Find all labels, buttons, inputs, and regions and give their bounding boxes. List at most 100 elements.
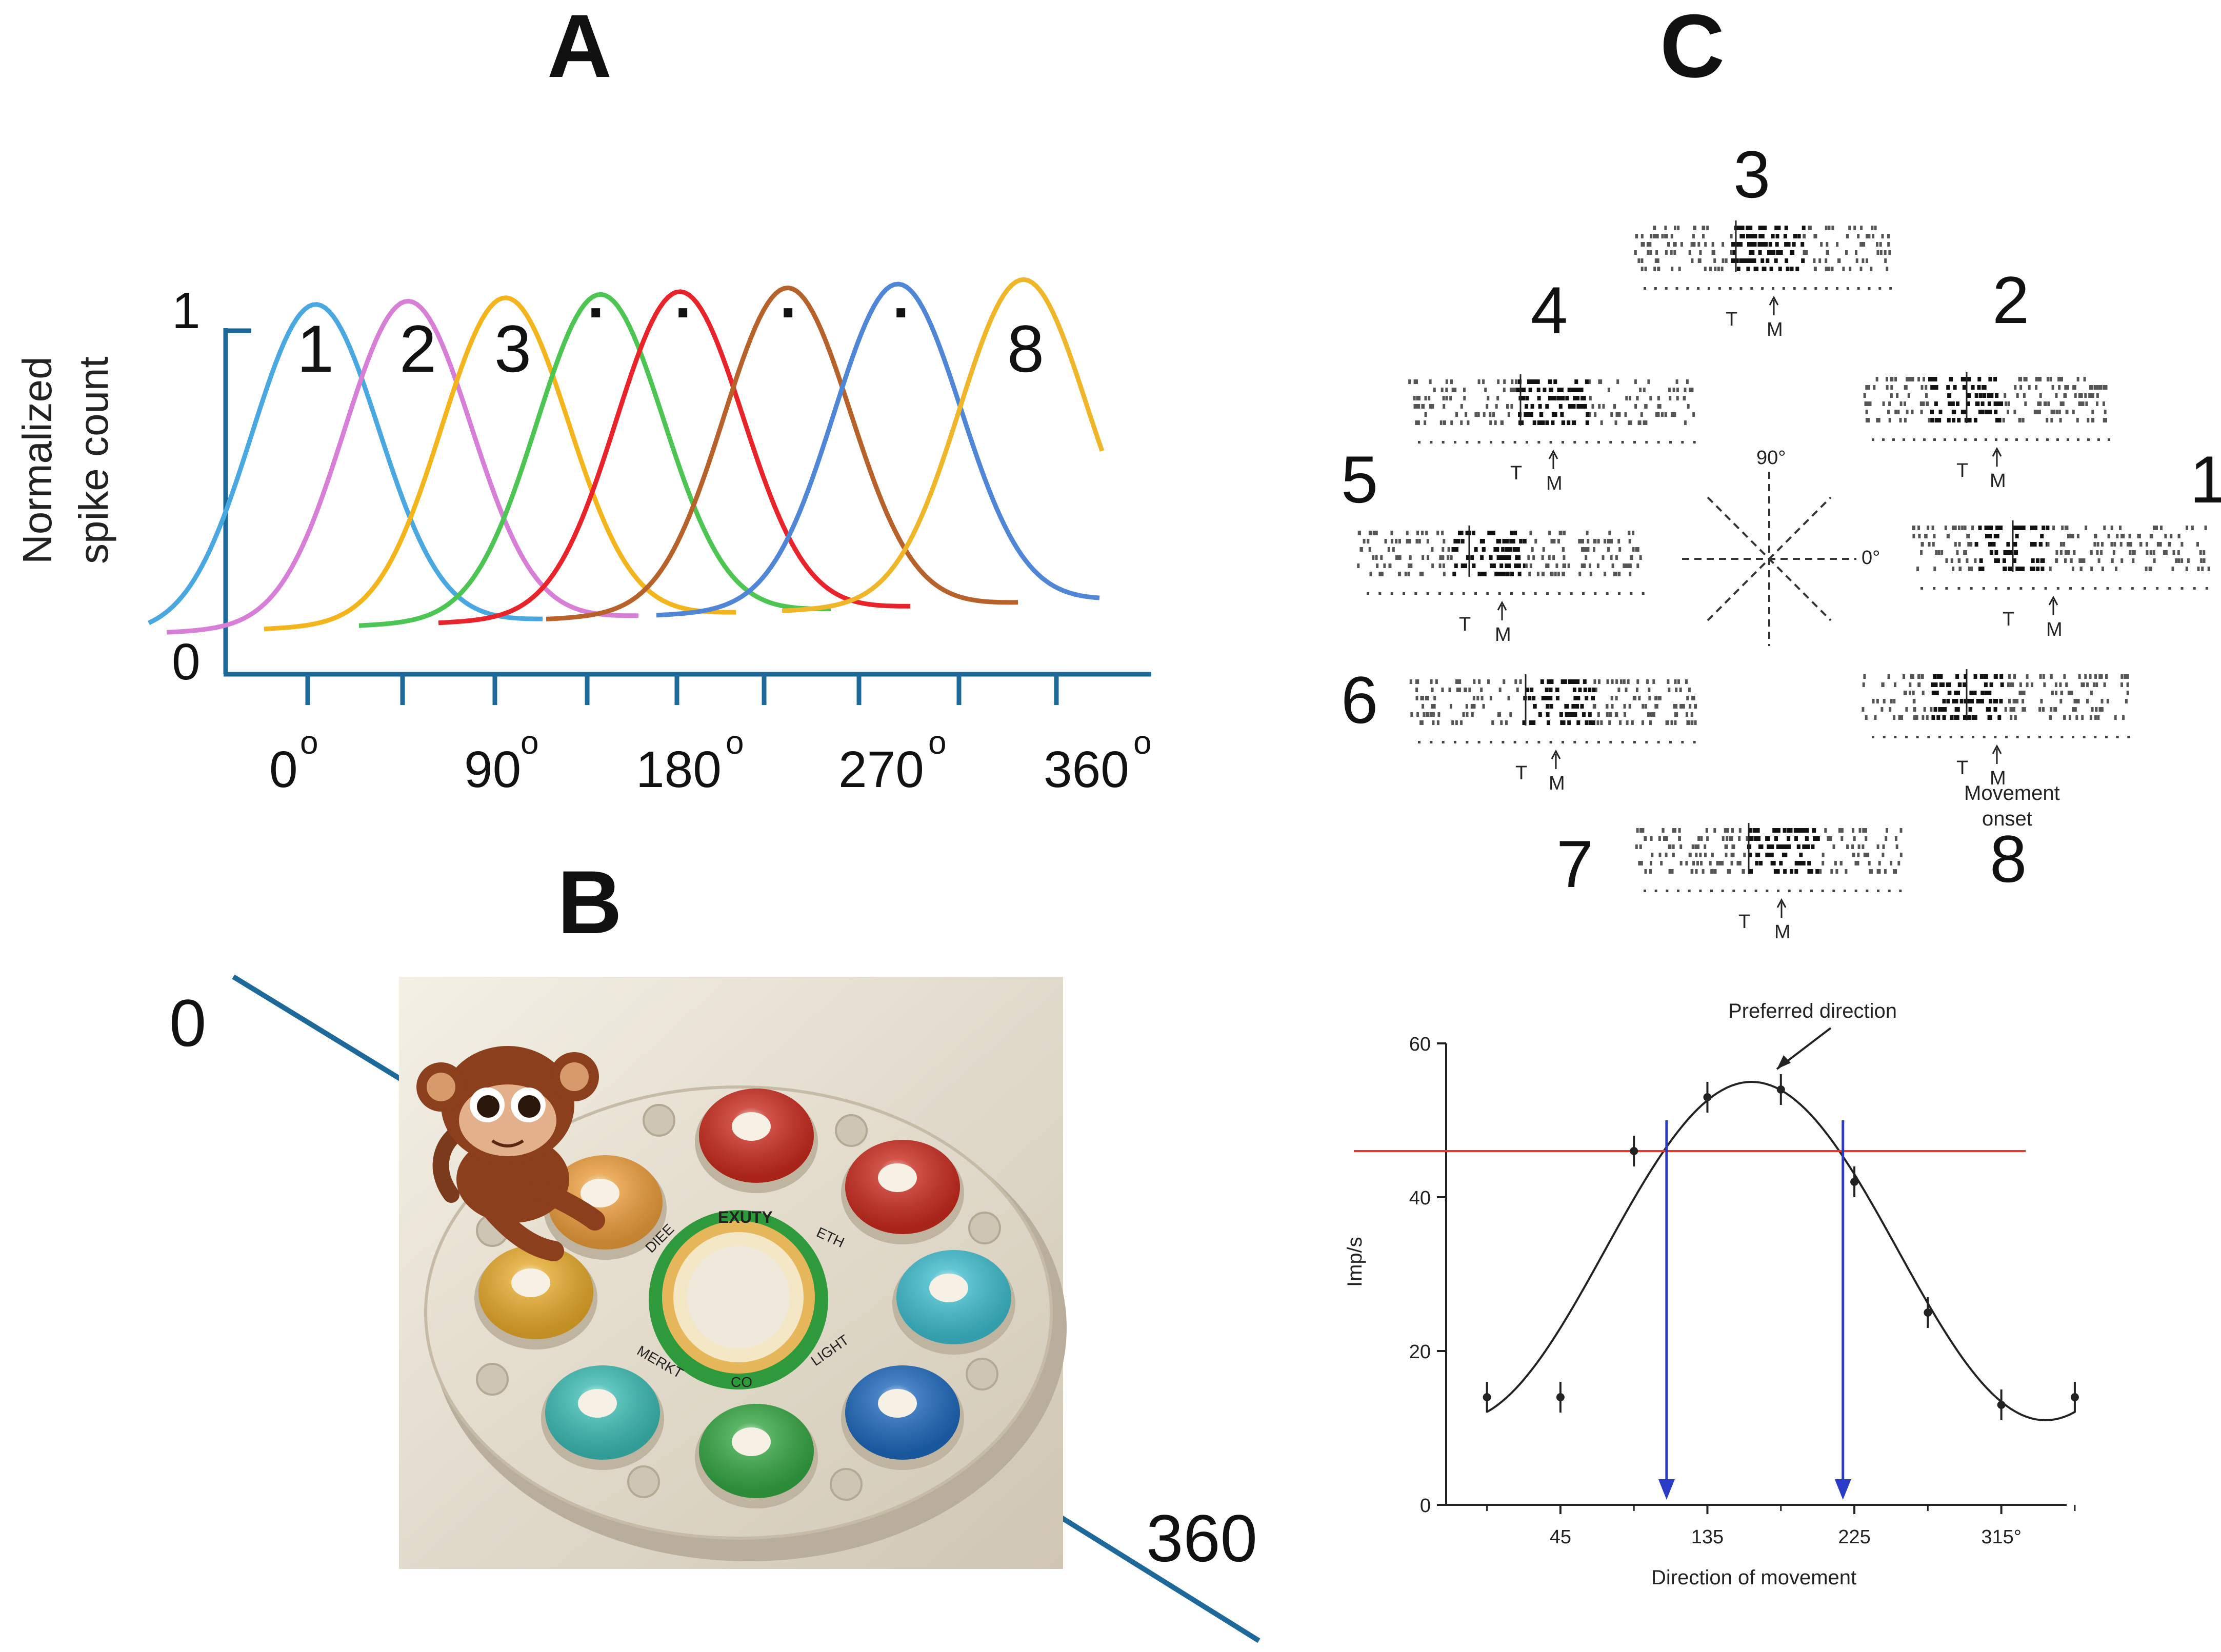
svg-text:180: 180 [636, 741, 722, 798]
panel-a-xtick-90: 90 o [464, 724, 539, 798]
panel-a-curves [147, 277, 1105, 635]
raster-t-label: T [1459, 614, 1471, 635]
tuning-curve-6 [546, 285, 1018, 621]
panel-b-device: 0 360 EXUTY ETH DIEE LIGHT MERKT CO [169, 974, 1260, 1643]
curve-label-7: · [892, 278, 913, 347]
device-button-7 [841, 1365, 964, 1470]
compass-0-label: 0° [1862, 547, 1880, 569]
raster-t-label: T [1956, 460, 1968, 481]
tuning-data-point [1776, 1085, 1785, 1094]
panel-a-x-ticks [305, 674, 1059, 705]
curve-label-5: · [674, 278, 695, 347]
raster-label-7: 7 [1556, 827, 1593, 901]
svg-text:0: 0 [269, 741, 298, 798]
panel-b-device-text-1: EXUTY [718, 1208, 773, 1226]
svg-text:o: o [1133, 724, 1152, 761]
panel-b-start-label: 0 [169, 985, 206, 1060]
tuning-fit-curve [1486, 1080, 2075, 1422]
tuning-curve-5 [438, 289, 910, 626]
raster-label-5: 5 [1341, 442, 1378, 517]
curve-label-3: 3 [494, 311, 531, 386]
raster-t-label: T [2003, 609, 2014, 630]
compass-90-label: 90° [1756, 447, 1786, 469]
svg-text:90: 90 [464, 741, 521, 798]
panel-a-ylabel-line1: Normalized [14, 356, 60, 564]
svg-text:o: o [521, 724, 539, 761]
raster-m-label: M [1546, 473, 1563, 494]
raster-t-label: T [1515, 762, 1527, 784]
raster-t-label: T [1738, 911, 1750, 933]
raster-label-3: 3 [1733, 137, 1770, 212]
tuning-data-point [1924, 1308, 1932, 1317]
panel-letter-c: C [1660, 0, 1725, 96]
tuning-curve-3 [264, 295, 736, 632]
tuning-data-point [1556, 1393, 1565, 1401]
tuning-chart-title: Preferred direction [1728, 1000, 1897, 1022]
tuning-xlabel: Direction of movement [1651, 1566, 1856, 1589]
raster-label-4: 4 [1531, 273, 1568, 348]
svg-text:360: 360 [1044, 741, 1129, 798]
panel-a-ylabel-line2: spike count [71, 356, 116, 564]
panel-letter-a: A [547, 0, 612, 96]
tuning-data-point [1703, 1093, 1712, 1101]
raster-label-2: 2 [1992, 263, 2029, 337]
svg-text:o: o [726, 724, 744, 761]
tuning-ytick: 60 [1409, 1034, 1431, 1055]
panel-a-xtick-0: 0 o [269, 724, 318, 798]
device-button-2 [841, 1140, 964, 1244]
device-button-4 [892, 1250, 1015, 1355]
curve-label-8: 8 [1007, 311, 1044, 386]
device-button-6 [695, 1404, 818, 1508]
tuning-ytick: 40 [1409, 1187, 1431, 1209]
tuning-data-point [1483, 1393, 1491, 1401]
panel-b-buttons [474, 1089, 1015, 1508]
panel-b-center-button [649, 1210, 828, 1389]
raster-label-1: 1 [2190, 442, 2221, 517]
panel-b-end-label: 360 [1146, 1501, 1257, 1576]
tuning-xtick: 315° [1981, 1526, 2022, 1548]
tuning-curve-1 [147, 302, 543, 626]
tuning-data-point [2070, 1393, 2079, 1401]
panel-c-direction-compass [1682, 472, 1856, 646]
tuning-ytick: 0 [1420, 1495, 1431, 1517]
svg-text:o: o [300, 724, 318, 761]
panel-b-device-text-6: CO [731, 1374, 752, 1390]
device-button-8 [544, 1155, 667, 1260]
panel-a-xtick-360: 360 o [1044, 724, 1152, 798]
svg-text:270: 270 [838, 741, 924, 798]
raster-m-label: M [1767, 319, 1783, 340]
raster-m-label: M [1990, 470, 2006, 492]
panel-a-tuning-curves: Normalized spike count 1 0 0 o 90 o 180 [14, 277, 1152, 798]
tuning-ytick: 20 [1409, 1341, 1431, 1363]
raster-t-label: T [1956, 757, 1968, 779]
device-button-1 [695, 1089, 818, 1193]
raster-m-label: M [1990, 768, 2006, 789]
panel-b-monkey [416, 1046, 605, 1261]
curve-label-6: · [779, 278, 800, 347]
panel-b-range-line-top [232, 974, 407, 1084]
tuning-xtick: 135 [1691, 1526, 1724, 1548]
device-button-5 [541, 1365, 664, 1470]
tuning-data-point [1997, 1401, 2006, 1409]
panel-a-xtick-270: 270 o [838, 724, 947, 798]
tuning-curve-7 [656, 281, 1100, 618]
raster-m-label: M [1495, 624, 1511, 646]
raster-m-label: M [1549, 773, 1565, 794]
panel-a-ytick-0: 0 [172, 633, 201, 691]
raster-m-label: M [1774, 921, 1791, 943]
movement-onset-label-line1: Movement [1964, 782, 2060, 804]
movement-onset-label-line2: onset [1982, 808, 2032, 830]
tuning-curve-4 [358, 292, 831, 628]
device-button-3 [474, 1245, 597, 1349]
svg-text:o: o [928, 724, 947, 761]
